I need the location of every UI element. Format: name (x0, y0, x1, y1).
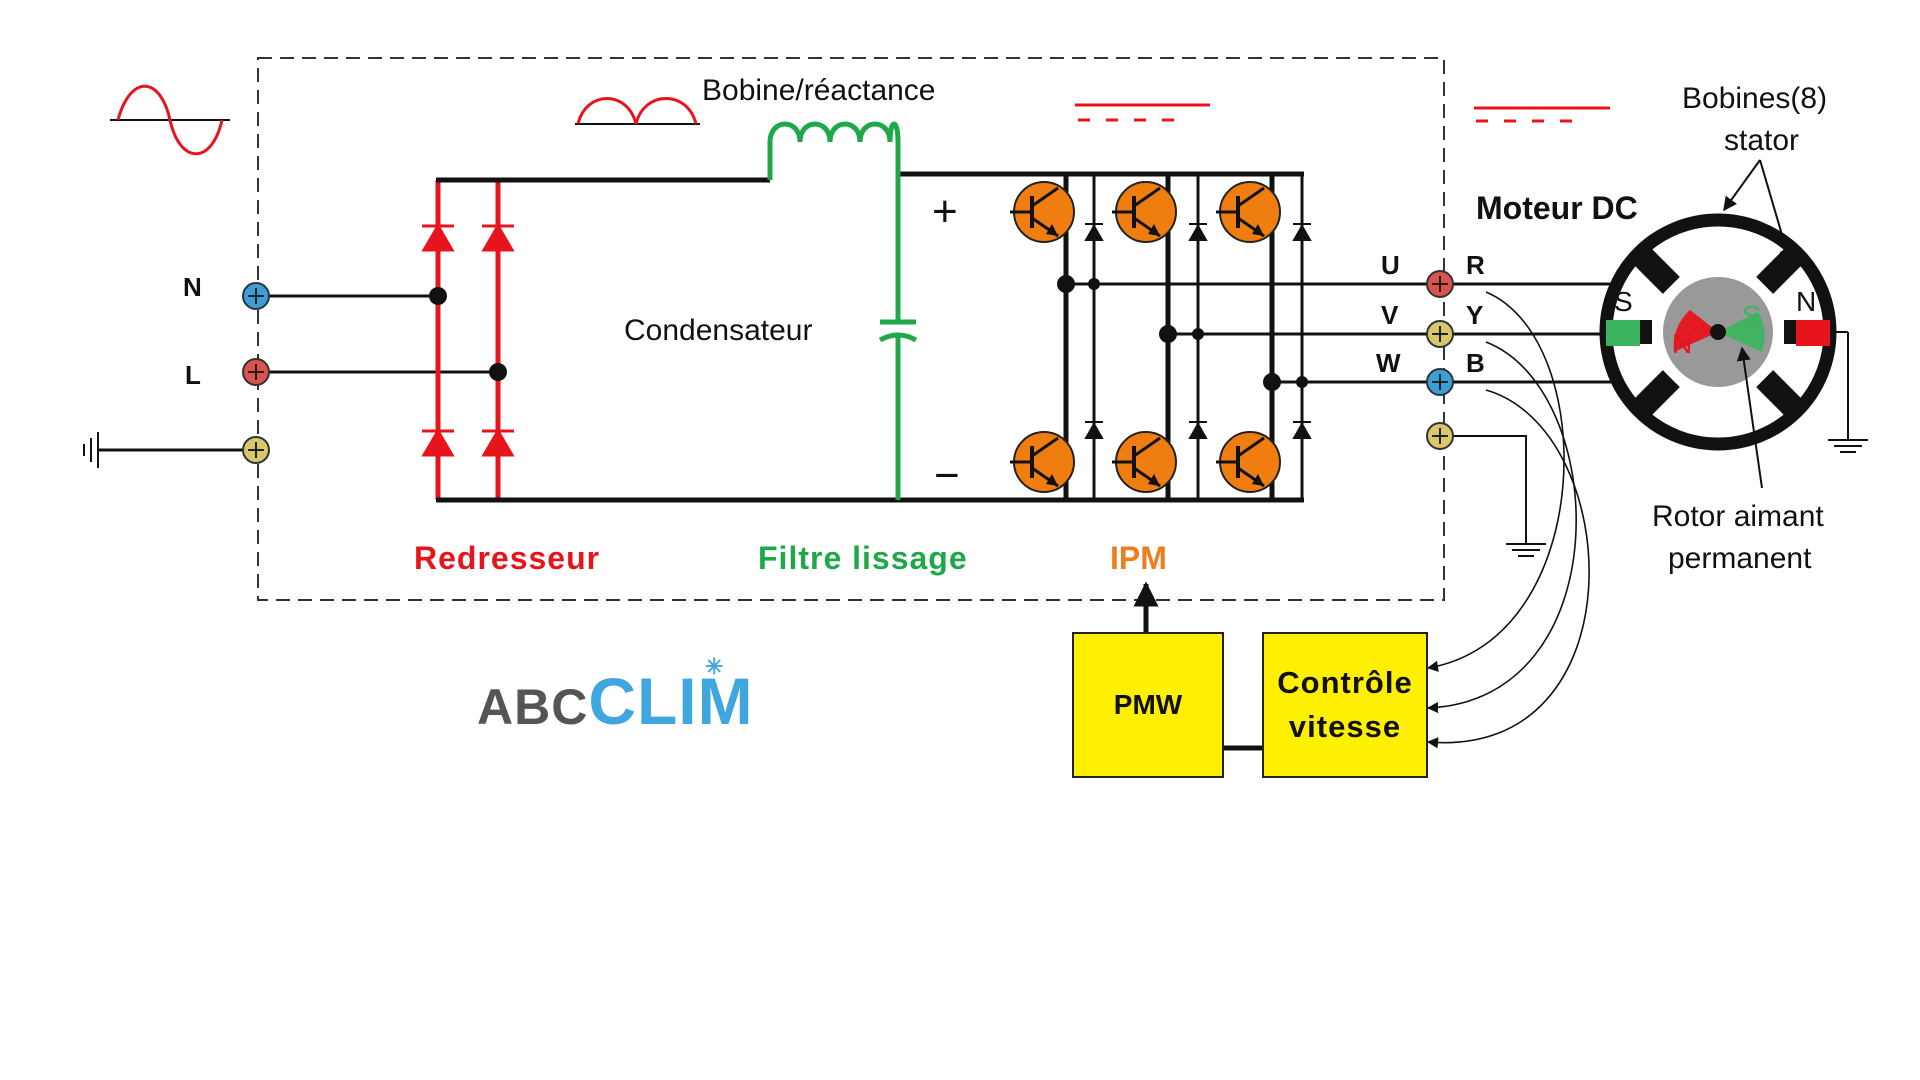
rotor-label-line2: permanent (1668, 544, 1811, 574)
terminal-connector (1427, 321, 1453, 347)
abcclim-logo: ABCCLIM ✳ (477, 668, 754, 734)
dc-level-icon (1075, 105, 1210, 120)
sine-wave-icon (110, 86, 230, 154)
dc-minus-label: − (934, 454, 960, 498)
ipm-label: IPM (1110, 542, 1167, 574)
output-ground (1440, 436, 1546, 556)
rectified-wave-icon (575, 99, 700, 125)
igbt-transistor-icon (1010, 432, 1074, 492)
igbt-group (1010, 182, 1280, 492)
pmw-label: PMW (1114, 689, 1182, 721)
output-u-label: U (1381, 252, 1400, 278)
motor-r-label: R (1466, 252, 1485, 278)
input-l-label: L (185, 362, 201, 388)
dc-level-icon-output (1474, 108, 1610, 121)
stator-coils-label-line1: Bobines(8) (1682, 84, 1827, 114)
inductor-icon (770, 124, 898, 180)
ground-icon (84, 432, 98, 468)
rotor-pole-n: N (1672, 330, 1692, 358)
speed-control-label-line2: vitesse (1289, 709, 1401, 745)
logo-abc: ABC (477, 679, 588, 735)
stator-coils-label-line2: stator (1724, 126, 1799, 156)
terminal-connector (1427, 369, 1453, 395)
dc-motor (1606, 220, 1868, 452)
motor-b-label: B (1466, 350, 1485, 376)
terminal-connector (243, 283, 269, 309)
terminal-connector (243, 359, 269, 385)
logo-clim: CLIM (588, 664, 753, 738)
igbt-transistor-icon (1216, 432, 1280, 492)
rectifier-label: Redresseur (414, 542, 600, 574)
terminal-connector (1427, 271, 1453, 297)
igbt-transistor-icon (1010, 182, 1074, 242)
output-v-label: V (1381, 302, 1398, 328)
speed-control-block: Contrôle vitesse (1262, 632, 1428, 778)
rotor-pole-s: S (1742, 302, 1761, 330)
motor-title: Moteur DC (1476, 192, 1638, 224)
inductor-label: Bobine/réactance (702, 76, 936, 106)
pmw-block: PMW (1072, 632, 1224, 778)
rectifier-bridge (422, 180, 514, 500)
rotor-label-line1: Rotor aimant (1652, 502, 1824, 532)
logo-sparkle-icon: ✳ (705, 656, 723, 678)
dc-plus-label: + (932, 190, 958, 234)
igbt-transistor-icon (1112, 432, 1176, 492)
igbt-transistor-icon (1112, 182, 1176, 242)
terminal-connector (243, 437, 269, 463)
feedback-signals (1428, 292, 1593, 743)
capacitor-icon (880, 174, 916, 500)
output-w-label: W (1376, 350, 1401, 376)
pole-s-left: S (1614, 288, 1633, 316)
terminal-connector (1427, 423, 1453, 449)
pole-n-right: N (1796, 288, 1816, 316)
capacitor-label: Condensateur (624, 316, 812, 346)
input-n-label: N (183, 274, 202, 300)
motor-y-label: Y (1466, 302, 1483, 328)
speed-control-label-line1: Contrôle (1277, 665, 1412, 701)
filter-label: Filtre lissage (758, 542, 968, 574)
igbt-transistor-icon (1216, 182, 1280, 242)
